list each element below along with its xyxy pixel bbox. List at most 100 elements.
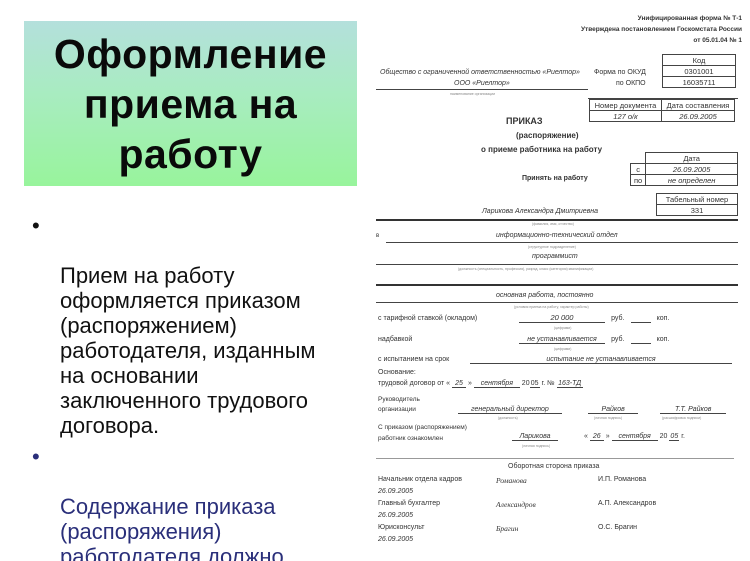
bonus-label: надбавкой (378, 336, 413, 343)
employee-name-caption: (фамилия, имя, отчество) (532, 222, 574, 226)
hire-dates-table: Дата с 26.09.2005 по не определен (629, 152, 738, 186)
head-name-caption: (расшифровка подписи) (662, 416, 702, 420)
bullet-text: Содержание приказа (распоряжения) работо… (60, 494, 284, 561)
slide-title: Оформление приема на работу (53, 30, 328, 177)
bonus-kop-blank (630, 334, 651, 344)
okud-code: 0301001 (662, 65, 736, 77)
salary-kop: коп. (656, 315, 670, 322)
ack-label1: С приказом (распоряжением) (378, 424, 467, 431)
probation-value: испытание не устанавливается (470, 356, 732, 364)
hire-to-date: не определен (645, 174, 738, 186)
head-label2: организации (378, 406, 416, 413)
conditions-underline (376, 302, 738, 303)
bullet-text: Прием на работу оформляется приказом (ра… (60, 263, 316, 438)
org-short-name: ООО «Риелтор» (454, 80, 510, 87)
separator-line (376, 284, 738, 286)
org-name: Общество с ограниченной ответственностью… (380, 69, 580, 76)
bonus-caption: (цифрами) (554, 347, 572, 351)
ack-row: Ларикова « 26 » сентября 20 05 г. (512, 433, 685, 441)
bonus-rub: руб. (611, 336, 625, 343)
bonus-value: не устанавливается (519, 336, 605, 344)
contract-year: 05 (529, 380, 540, 388)
hire-date-header: Дата (645, 152, 738, 164)
probation-label: с испытанием на срок (378, 356, 450, 363)
reverse-row-signature: Романова (496, 476, 527, 485)
department-value: информационно-технический отдел (496, 232, 618, 239)
conditions-caption: (условия приема на работу, характер рабо… (514, 305, 589, 309)
reverse-row-name: О.С. Брагин (598, 524, 638, 531)
slide-title-box: Оформление приема на работу (24, 21, 357, 186)
department-caption: (структурное подразделение) (528, 245, 576, 249)
order-subtitle: (распоряжение) (516, 131, 579, 140)
doc-date-header: Дата составления (660, 99, 736, 111)
reverse-title: Оборотная сторона приказа (508, 463, 600, 470)
salary-rub: руб. (611, 315, 625, 322)
form-header-line3: от 05.01.04 № 1 (693, 37, 742, 44)
okpo-code: 16035711 (662, 76, 736, 88)
hire-from-label: с (629, 163, 647, 175)
contract-year-prefix: 20 (521, 380, 530, 387)
form-header-line1: Унифицированная форма № Т-1 (637, 15, 742, 22)
codes-underline (588, 98, 738, 99)
contract-month: сентября (473, 380, 520, 388)
salary-caption: (цифрами) (554, 326, 572, 330)
doc-number-table: Номер документа Дата составления 127 о/к… (589, 99, 736, 122)
ack-label2: работник ознакомлен (378, 435, 443, 442)
order-document-t1: Унифицированная форма № Т-1 Утверждена п… (372, 0, 750, 561)
reverse-separator (376, 458, 734, 459)
contract-mid: » (467, 380, 472, 387)
reverse-row-name: И.П. Романова (598, 476, 647, 483)
contract-day: 25 (452, 380, 467, 388)
head-name: Т.Т. Райков (660, 406, 727, 414)
head-label1: Руководитель (378, 396, 420, 403)
tab-number-value: 331 (656, 204, 738, 216)
hire-to-label: по (629, 174, 647, 186)
codes-table: Код 0301001 16035711 (662, 54, 736, 88)
position-underline (376, 264, 738, 265)
okpo-label: по ОКПО (616, 80, 646, 87)
reverse-row-name: А.П. Александров (598, 500, 657, 507)
hire-label: Принять на работу (522, 175, 588, 182)
position-value: программист (532, 253, 578, 260)
bullet-marker-icon: • (32, 213, 40, 238)
probation-row: испытание не устанавливается (470, 354, 732, 364)
ack-year: 05 (669, 433, 680, 441)
basis-label: Основание: (378, 369, 416, 376)
ack-year-prefix: 20 (659, 433, 668, 440)
head-row: генеральный директор Райков Т.Т. Райков (458, 404, 727, 414)
employee-name: Ларикова Александра Дмитриевна (482, 208, 599, 215)
codes-header: Код (662, 54, 736, 66)
reverse-row-signature: Брагин (496, 524, 519, 533)
position-caption: (должность (специальность, профессия), р… (458, 267, 594, 271)
ack-year-suffix: г. (681, 433, 685, 440)
order-title: ПРИКАЗ (506, 116, 543, 126)
reverse-row-date: 26.09.2005 (378, 512, 414, 519)
ack-month: сентября (611, 433, 658, 441)
contract-prefix: трудовой договор от « (378, 380, 451, 387)
head-position: генеральный директор (458, 406, 562, 414)
ack-day-open: « (583, 433, 588, 440)
reverse-row-date: 26.09.2005 (378, 488, 414, 495)
head-signature-caption: (личная подпись) (594, 416, 623, 420)
salary-label: с тарифной ставкой (окладом) (378, 315, 478, 322)
hire-from-date: 26.09.2005 (645, 163, 738, 175)
reverse-row-role: Юрисконсульт (378, 524, 425, 531)
basis-row: трудовой договор от « 25 » сентября 2005… (378, 380, 583, 388)
reverse-row-role: Начальник отдела кадров (378, 476, 462, 483)
doc-number-header: Номер документа (589, 99, 662, 111)
okud-label: Форма по ОКУД (594, 69, 646, 76)
tab-number-table: Табельный номер 331 (656, 193, 738, 216)
order-subject: о приеме работника на работу (481, 145, 603, 154)
ack-signature: Ларикова (512, 433, 558, 441)
ack-signature-caption: (личная подпись) (522, 444, 551, 448)
conditions-value: основная работа, постоянно (496, 292, 594, 299)
salary-amount: 20 000 (519, 313, 605, 323)
reverse-row-role: Главный бухгалтер (378, 500, 440, 507)
department-underline (386, 242, 738, 243)
salary-kop-blank (630, 313, 651, 323)
head-signature: Райков (588, 406, 639, 414)
tab-number-header: Табельный номер (656, 193, 738, 205)
salary-row: 20 000 руб. коп. (519, 313, 669, 323)
contract-number: 163-ТД (556, 380, 583, 388)
ack-day: 26 (589, 433, 604, 441)
